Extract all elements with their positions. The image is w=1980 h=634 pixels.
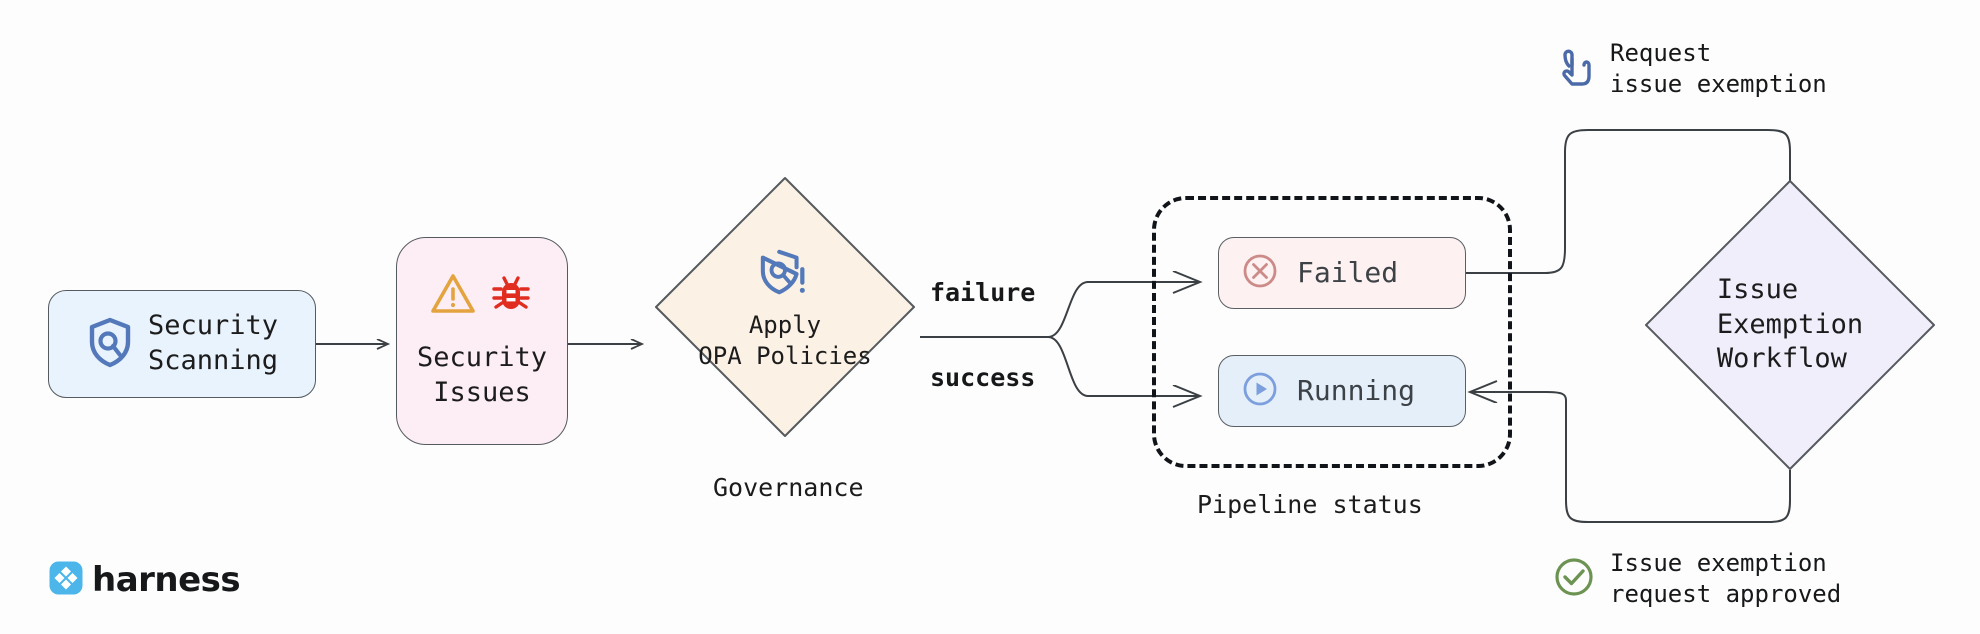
edge-label-success: success (930, 363, 1036, 392)
node-apply-opa-policies-label: Apply OPA Policies (698, 311, 872, 370)
node-issue-exemption-workflow[interactable]: Issue Exemption Workflow (1640, 175, 1940, 475)
group-pipeline-status (1152, 196, 1512, 468)
x-circle-icon (1241, 252, 1279, 294)
diamond-shape (1645, 180, 1935, 470)
security-issues-icon-row (430, 271, 534, 321)
annotation-request-line2: issue exemption (1610, 70, 1827, 99)
harness-logo: harness (48, 560, 241, 600)
diamond-shape (655, 177, 915, 437)
shield-search-alert-icon (759, 248, 811, 304)
node-security-scanning-label: Security Scanning (147, 310, 279, 376)
check-circle-icon (1552, 555, 1596, 603)
harness-wordmark: harness (92, 560, 241, 600)
harness-logo-icon (48, 560, 84, 600)
node-running[interactable]: Running (1218, 355, 1466, 427)
node-apply-opa-policies[interactable]: Apply OPA Policies (650, 172, 920, 442)
node-failed-label: Failed (1297, 256, 1399, 290)
annotation-request-line1: Request (1610, 39, 1712, 67)
edge-label-failure: failure (930, 278, 1036, 307)
node-issue-exemption-workflow-label: Issue Exemption Workflow (1716, 274, 1864, 375)
bug-icon (488, 271, 534, 321)
annotation-request-text: Request issue exemption (1610, 38, 1827, 100)
annotation-approved-line1: Issue exemption (1610, 549, 1827, 577)
node-security-scanning[interactable]: Security Scanning (48, 290, 316, 398)
node-security-issues-label: Security Issues (416, 342, 548, 408)
annotation-request-approved: Issue exemption request approved (1552, 548, 1841, 610)
shield-search-icon (86, 316, 134, 372)
play-circle-icon (1241, 370, 1279, 412)
node-failed[interactable]: Failed (1218, 237, 1466, 309)
warning-triangle-icon (430, 272, 476, 320)
caption-governance: Governance (713, 473, 864, 502)
annotation-approved-text: Issue exemption request approved (1610, 548, 1841, 610)
node-running-label: Running (1297, 374, 1416, 408)
annotation-request-issue-exemption: Request issue exemption (1556, 38, 1827, 100)
annotation-approved-line2: request approved (1610, 580, 1842, 609)
caption-pipeline-status: Pipeline status (1197, 490, 1423, 519)
node-security-issues[interactable]: Security Issues (396, 237, 568, 445)
tap-gesture-icon (1556, 45, 1596, 93)
